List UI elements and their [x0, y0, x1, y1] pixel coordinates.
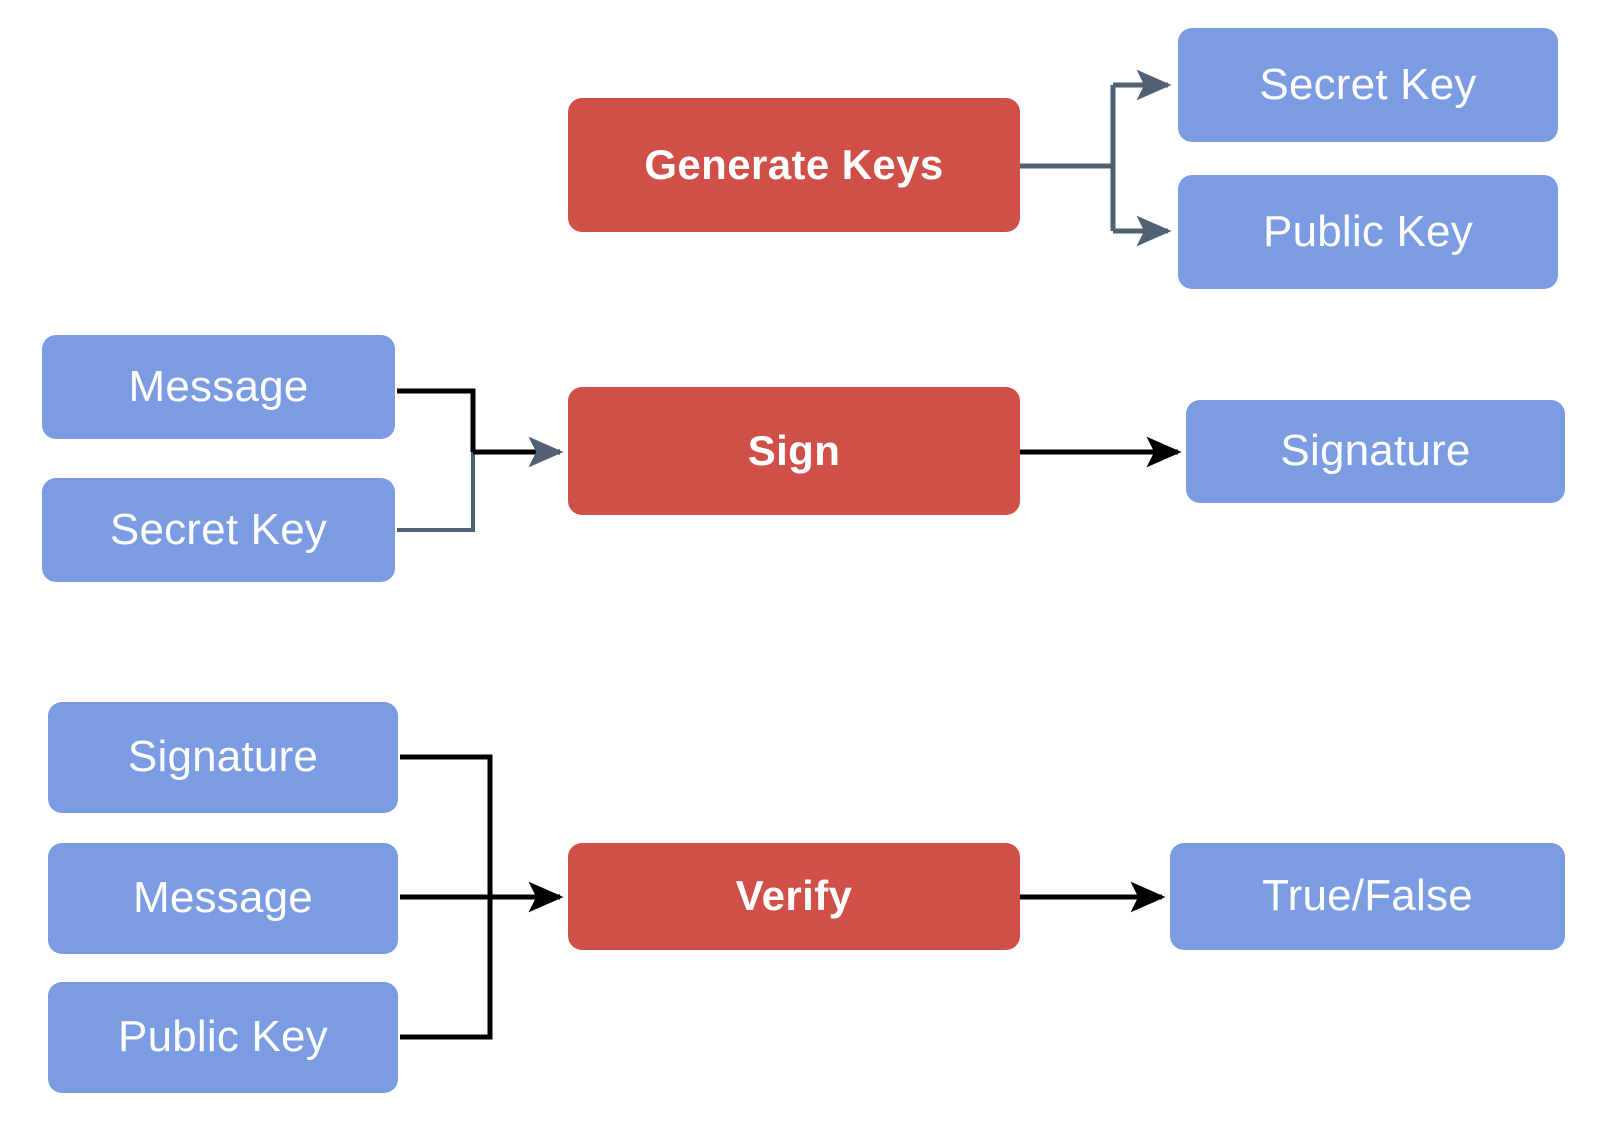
- node-sign-label: Sign: [747, 426, 841, 474]
- node-sign-input-message[interactable]: Message: [42, 335, 395, 439]
- node-verify-input-message-label: Message: [133, 873, 313, 923]
- edge-sign-inputs: [397, 388, 564, 532]
- node-sign-input-message-label: Message: [128, 361, 309, 411]
- node-output-public-key-label: Public Key: [1263, 206, 1473, 256]
- edge-generatekeys-fork: [1020, 69, 1172, 247]
- edge-verify-inputs: [400, 754, 564, 1040]
- node-output-secret-key[interactable]: Secret Key: [1178, 28, 1558, 142]
- node-output-public-key[interactable]: Public Key: [1178, 175, 1558, 289]
- node-verify-input-signature[interactable]: Signature: [48, 702, 398, 813]
- node-verify-label: Verify: [735, 872, 853, 920]
- node-generate-keys-label: Generate Keys: [644, 140, 944, 188]
- node-sign-output-signature-label: Signature: [1280, 426, 1471, 476]
- node-verify-input-message[interactable]: Message: [48, 843, 398, 954]
- node-sign-output-signature[interactable]: Signature: [1186, 400, 1565, 503]
- node-verify-input-public-key[interactable]: Public Key: [48, 982, 398, 1093]
- node-sign-input-secret-key-label: Secret Key: [109, 504, 328, 554]
- node-sign-input-secret-key[interactable]: Secret Key: [42, 478, 395, 582]
- node-output-secret-key-label: Secret Key: [1259, 59, 1477, 109]
- node-verify[interactable]: Verify: [568, 843, 1020, 950]
- node-verify-output-result-label: True/False: [1262, 871, 1473, 921]
- node-verify-input-public-key-label: Public Key: [118, 1012, 328, 1062]
- node-verify-output-result[interactable]: True/False: [1170, 843, 1565, 950]
- node-sign[interactable]: Sign: [568, 387, 1020, 515]
- node-generate-keys[interactable]: Generate Keys: [568, 98, 1020, 232]
- node-verify-input-signature-label: Signature: [127, 732, 319, 782]
